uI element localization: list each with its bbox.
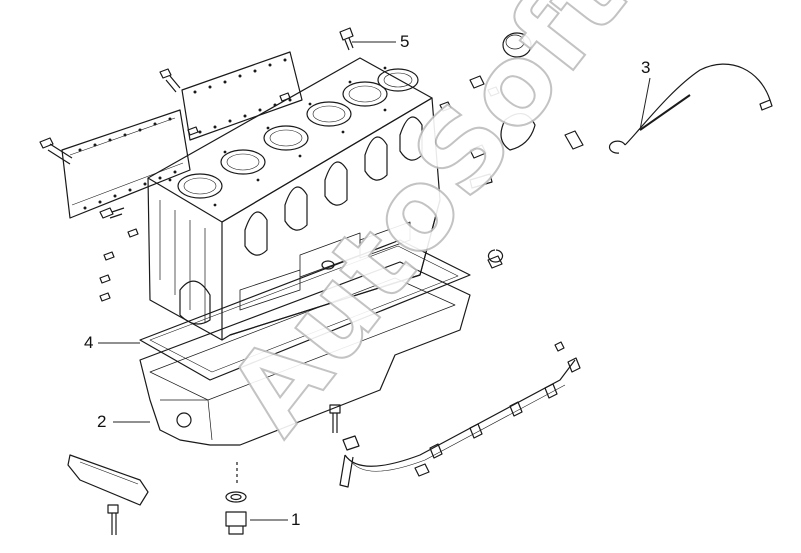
side-cover-gasket-left: [61, 109, 191, 219]
wiring-harness: [339, 341, 581, 488]
front-housing-parts: [439, 75, 584, 269]
mounting-bracket: [67, 454, 149, 506]
bolts-left: [39, 68, 291, 302]
callout-leaders: [98, 41, 651, 521]
callout-5: 5: [400, 32, 410, 51]
top-bolt: [339, 27, 354, 51]
callout-3: 3: [641, 58, 651, 77]
side-cover-gasket-upper: [181, 51, 303, 141]
callout-4: 4: [84, 333, 94, 352]
callout-1: 1: [291, 510, 301, 529]
oil-pan: [139, 261, 471, 446]
cylinder-block: [147, 57, 441, 341]
callout-2: 2: [97, 412, 107, 431]
oil-pan-gasket: [139, 239, 471, 381]
dipstick-assembly: [608, 63, 773, 154]
bracket-bolt: [107, 504, 119, 535]
pan-bolt: [329, 404, 360, 451]
drain-plug: [225, 462, 247, 535]
seal-ring: [502, 32, 532, 58]
